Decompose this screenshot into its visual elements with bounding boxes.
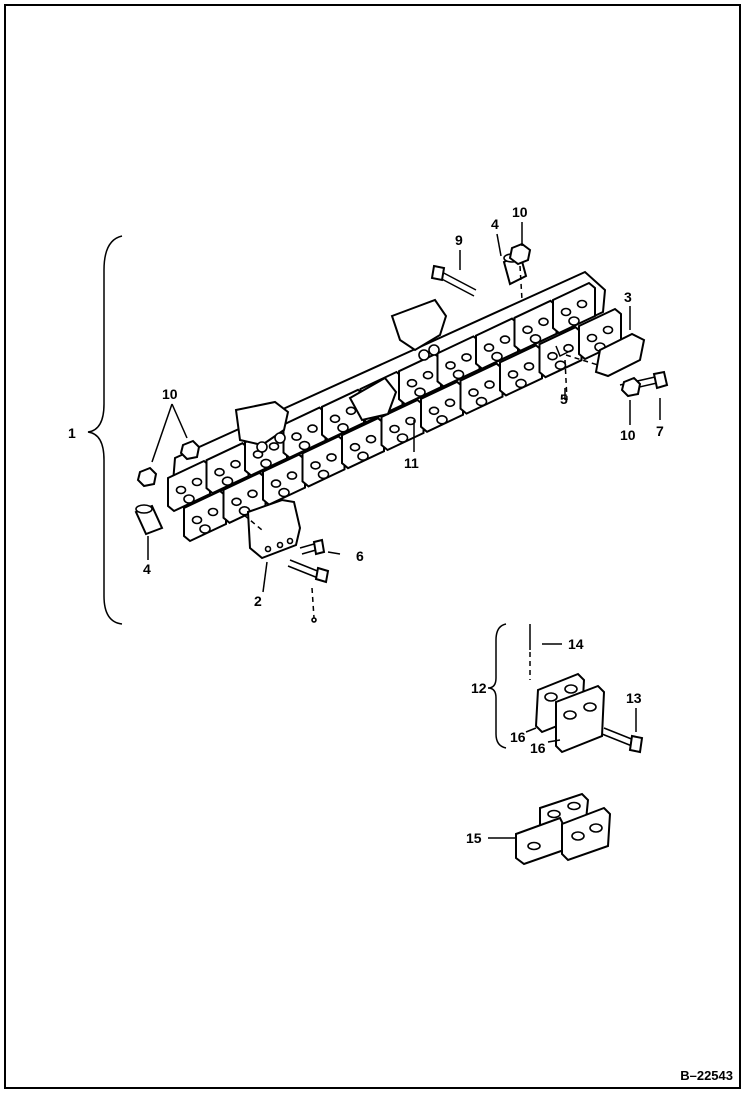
chain-link-back	[436, 335, 481, 388]
figure-reference: B–22543	[680, 1068, 733, 1083]
callout-4-left: 4	[143, 561, 151, 577]
flight-middle	[348, 376, 398, 422]
chain-link-front	[183, 489, 227, 543]
callout-2: 2	[254, 593, 262, 609]
flight-left	[234, 400, 290, 447]
callout-10-top: 10	[512, 204, 528, 220]
callout-3: 3	[624, 289, 632, 305]
chain-link-front	[538, 326, 583, 379]
chain-link-front	[262, 453, 306, 506]
chain-link-back	[398, 353, 442, 406]
callout-14: 14	[568, 636, 584, 652]
callout-6: 6	[356, 548, 364, 564]
chain-link-back	[475, 317, 519, 370]
callout-11: 11	[404, 455, 419, 471]
chain-link-back	[282, 406, 327, 459]
callout-13: 13	[626, 690, 642, 706]
chain-link-back	[167, 459, 211, 513]
callout-16-upper: 16	[510, 729, 526, 745]
master-link-assembly	[487, 623, 644, 754]
callout-10-right: 10	[620, 427, 636, 443]
callout-15: 15	[466, 830, 482, 846]
chain-link-front	[459, 362, 504, 415]
flight-part-2	[246, 498, 302, 560]
connector-link-15	[515, 792, 612, 866]
callout-9: 9	[455, 232, 463, 248]
assembly-brace	[87, 235, 123, 625]
chain-link-front	[380, 398, 425, 452]
chain-link-back	[513, 299, 558, 352]
chain-link-front	[341, 417, 385, 470]
callout-5: 5	[560, 391, 568, 407]
diagram-frame	[4, 4, 741, 1089]
callout-7: 7	[656, 423, 664, 439]
chain-link-front	[499, 344, 543, 397]
chain-assembly	[134, 242, 669, 623]
flight-part-3	[594, 332, 646, 378]
callout-4-top: 4	[491, 216, 499, 232]
leader-lines	[147, 222, 661, 839]
chain-link-back	[205, 442, 250, 495]
chain-front-row	[183, 307, 622, 543]
chain-link-front	[301, 435, 346, 488]
callout-12: 12	[471, 680, 487, 696]
callout-10-left: 10	[162, 386, 178, 402]
flight-right	[390, 298, 448, 352]
callout-labels: 1 2 3 4 4 5 6 7 9 10 10 10 11 12 13 14 1…	[68, 204, 664, 846]
chain-link-front	[420, 380, 464, 433]
chain-link-back	[552, 281, 596, 335]
callout-1: 1	[68, 425, 76, 441]
callout-16-lower: 16	[530, 740, 546, 756]
